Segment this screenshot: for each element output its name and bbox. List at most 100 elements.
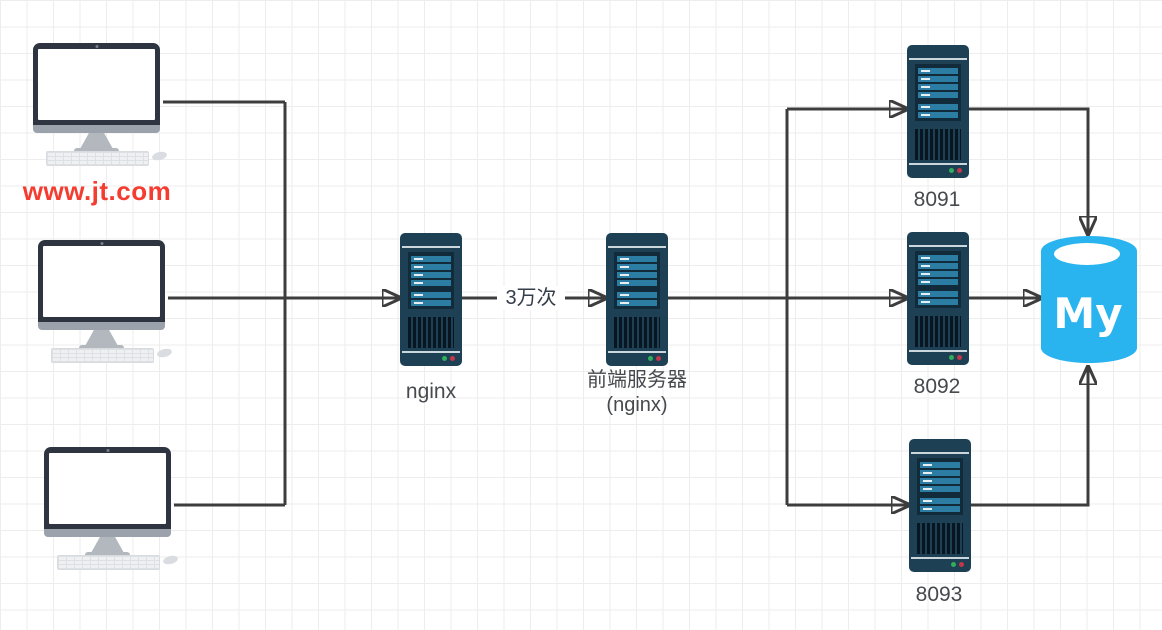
server-drive-panel [408,252,454,309]
server-node-nginx [400,233,462,366]
status-light-green-icon [949,355,954,360]
monitor-frame [33,43,160,125]
server-separator [402,351,460,353]
database-label: My [1053,289,1122,338]
server-node-8092 [907,232,969,365]
traffic-annotation: 3万次 [497,286,565,310]
server-separator [402,246,460,248]
drive-slot [918,279,958,285]
server-separator [608,351,666,353]
status-light-red-icon [959,562,964,567]
drive-slot [411,256,451,262]
server-vent [917,523,963,554]
frontend-server-label: 前端服务器 (nginx) [556,368,718,418]
server-drive-panel [915,64,961,121]
monitor-chin [38,322,165,330]
drive-slot [617,272,657,278]
status-light-red-icon [450,356,455,361]
server-separator [909,350,967,352]
camera-dot-icon [100,242,103,245]
camera-dot-icon [95,45,98,48]
drive-slot [411,272,451,278]
drive-slot [918,255,958,261]
monitor-chin [33,125,160,133]
status-light-green-icon [949,168,954,173]
camera-dot-icon [106,449,109,452]
server-vent [915,129,961,160]
server-vent [408,317,454,348]
mouse-icon [151,150,168,162]
server-separator [909,163,967,165]
drive-slot [617,292,657,298]
drive-slot [918,68,958,74]
port-label-8091: 8091 [913,188,961,211]
database-cylinder-icon: My [1041,236,1137,363]
monitor-chin [44,529,171,537]
server-separator [909,58,967,60]
server-node-frontend [606,233,668,366]
drive-slot [411,292,451,298]
drive-slot [411,280,451,286]
keyboard-icon [57,555,160,570]
frontend-server-label-line2: (nginx) [606,394,668,416]
server-vent [915,316,961,347]
drive-slot [411,300,451,306]
status-light-red-icon [957,168,962,173]
server-drive-panel [915,251,961,308]
nginx-label: nginx [405,380,457,403]
monitor-stand [91,537,124,553]
drive-slot [918,112,958,118]
status-light-green-icon [648,356,653,361]
status-light-red-icon [656,356,661,361]
keyboard-icon [46,151,149,166]
drive-slot [918,84,958,90]
drive-slot [918,291,958,297]
server-node-8091 [907,45,969,178]
drive-slot [918,299,958,305]
server-vent [614,317,660,348]
frontend-server-label-line1: 前端服务器 [587,369,687,391]
drive-slot [920,462,960,468]
client-computer-2 [38,240,174,363]
server-separator [911,452,969,454]
server-drive-panel [614,252,660,309]
port-label-8092: 8092 [913,375,961,398]
client-computer-1 [33,43,169,166]
server-separator [911,557,969,559]
drive-slot [918,76,958,82]
monitor-screen [43,246,160,317]
client-domain-label: www.jt.com [22,176,172,206]
mouse-icon [156,347,173,359]
server-separator [909,245,967,247]
monitor-frame [44,447,171,529]
server-drive-panel [917,458,963,515]
port-label-8093: 8093 [915,583,963,606]
status-light-red-icon [957,355,962,360]
drive-slot [918,104,958,110]
drive-slot [920,498,960,504]
status-light-green-icon [951,562,956,567]
keyboard-icon [51,348,154,363]
cylinder-opening [1054,243,1120,265]
drive-slot [918,271,958,277]
drive-slot [920,486,960,492]
drive-slot [617,300,657,306]
drive-slot [617,264,657,270]
monitor-stand [85,330,118,346]
monitor-screen [49,453,166,524]
drive-slot [617,280,657,286]
status-light-green-icon [442,356,447,361]
drive-slot [411,264,451,270]
server-separator [608,246,666,248]
monitor-screen [38,49,155,120]
monitor-frame [38,240,165,322]
mouse-icon [162,554,179,566]
drive-slot [920,478,960,484]
monitor-stand [80,133,113,149]
drive-slot [920,470,960,476]
client-computer-3 [44,447,180,570]
drive-slot [918,263,958,269]
drive-slot [920,506,960,512]
drive-slot [918,92,958,98]
